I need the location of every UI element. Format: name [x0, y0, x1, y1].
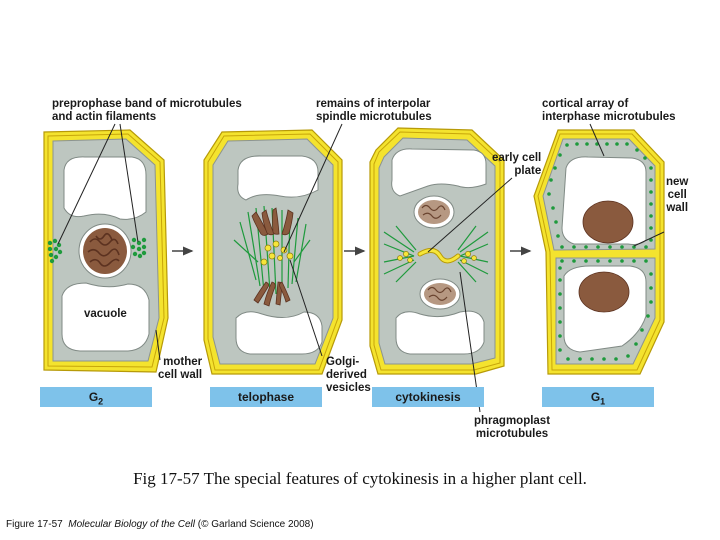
telophase-cell-wall-midline: [207, 133, 339, 371]
telophase-chromosomes-bottom: [253, 281, 291, 307]
label-preprophase-band: preprophase band of microtubules and act…: [52, 98, 242, 123]
stage-bar-g1: G1: [542, 387, 654, 407]
preprophase-band-right: [130, 237, 147, 259]
cytokinesis-cell: [369, 127, 505, 375]
stage-bar-telophase: telophase: [210, 387, 322, 407]
telophase-bottom-vacuole: [235, 311, 323, 355]
label-cortical-array: cortical array of interphase microtubule…: [542, 98, 676, 123]
stage-bar-cytokinesis: cytokinesis: [372, 387, 484, 407]
cortical-microtubule-dots: [547, 142, 653, 361]
g1-cell-wall-midline: [537, 133, 661, 371]
telophase-chromosomes-top: [251, 207, 294, 236]
figure-credit: Figure 17-57 Molecular Biology of the Ce…: [6, 519, 314, 530]
cytokinesis-cell-wall-midline: [373, 131, 501, 371]
credit-figure: Figure 17-57: [6, 519, 63, 530]
figure-caption: Fig 17-57 The special features of cytoki…: [133, 469, 587, 488]
g1-cells: [533, 129, 665, 375]
g2-cell-wall-midline: [47, 133, 165, 368]
cytokinesis-upper-nucleus: [413, 195, 455, 229]
g2-top-vacuole: [63, 156, 147, 220]
cytokinesis-lower-nucleus: [419, 278, 461, 310]
label-mother-cell-wall: mother cell wall: [158, 356, 203, 381]
credit-publisher: (© Garland Science 2008): [197, 519, 314, 530]
credit-book: Molecular Biology of the Cell: [68, 519, 195, 530]
stage-bar-g2-subscript: 2: [98, 396, 104, 407]
g2-nucleus: [78, 223, 132, 279]
label-phragmoplast: phragmoplast microtubules: [474, 415, 551, 440]
g2-cell: [43, 129, 169, 373]
cytokinesis-top-vacuole: [391, 148, 487, 197]
label-golgi-vesicles: Golgi- derived vesicles: [326, 356, 371, 394]
label-early-cell-plate: early cell plate: [492, 152, 542, 177]
vacuole: [61, 282, 150, 352]
g1-lower-nucleus: [578, 271, 630, 313]
label-new-cell-wall: new cell wall: [666, 176, 689, 214]
telophase-top-vacuole: [237, 155, 319, 201]
telophase-cell: [203, 129, 343, 375]
label-vacuole: vacuole: [84, 308, 127, 320]
label-interpolar-remains: remains of interpolar spindle microtubul…: [316, 98, 432, 123]
cytokinesis-bottom-vacuole: [395, 310, 485, 355]
early-cell-plate: [397, 248, 477, 264]
g1-upper-nucleus: [582, 200, 634, 244]
stage-bar-g1-subscript: 1: [600, 396, 606, 407]
stage-bar-g2: G2: [40, 387, 152, 407]
